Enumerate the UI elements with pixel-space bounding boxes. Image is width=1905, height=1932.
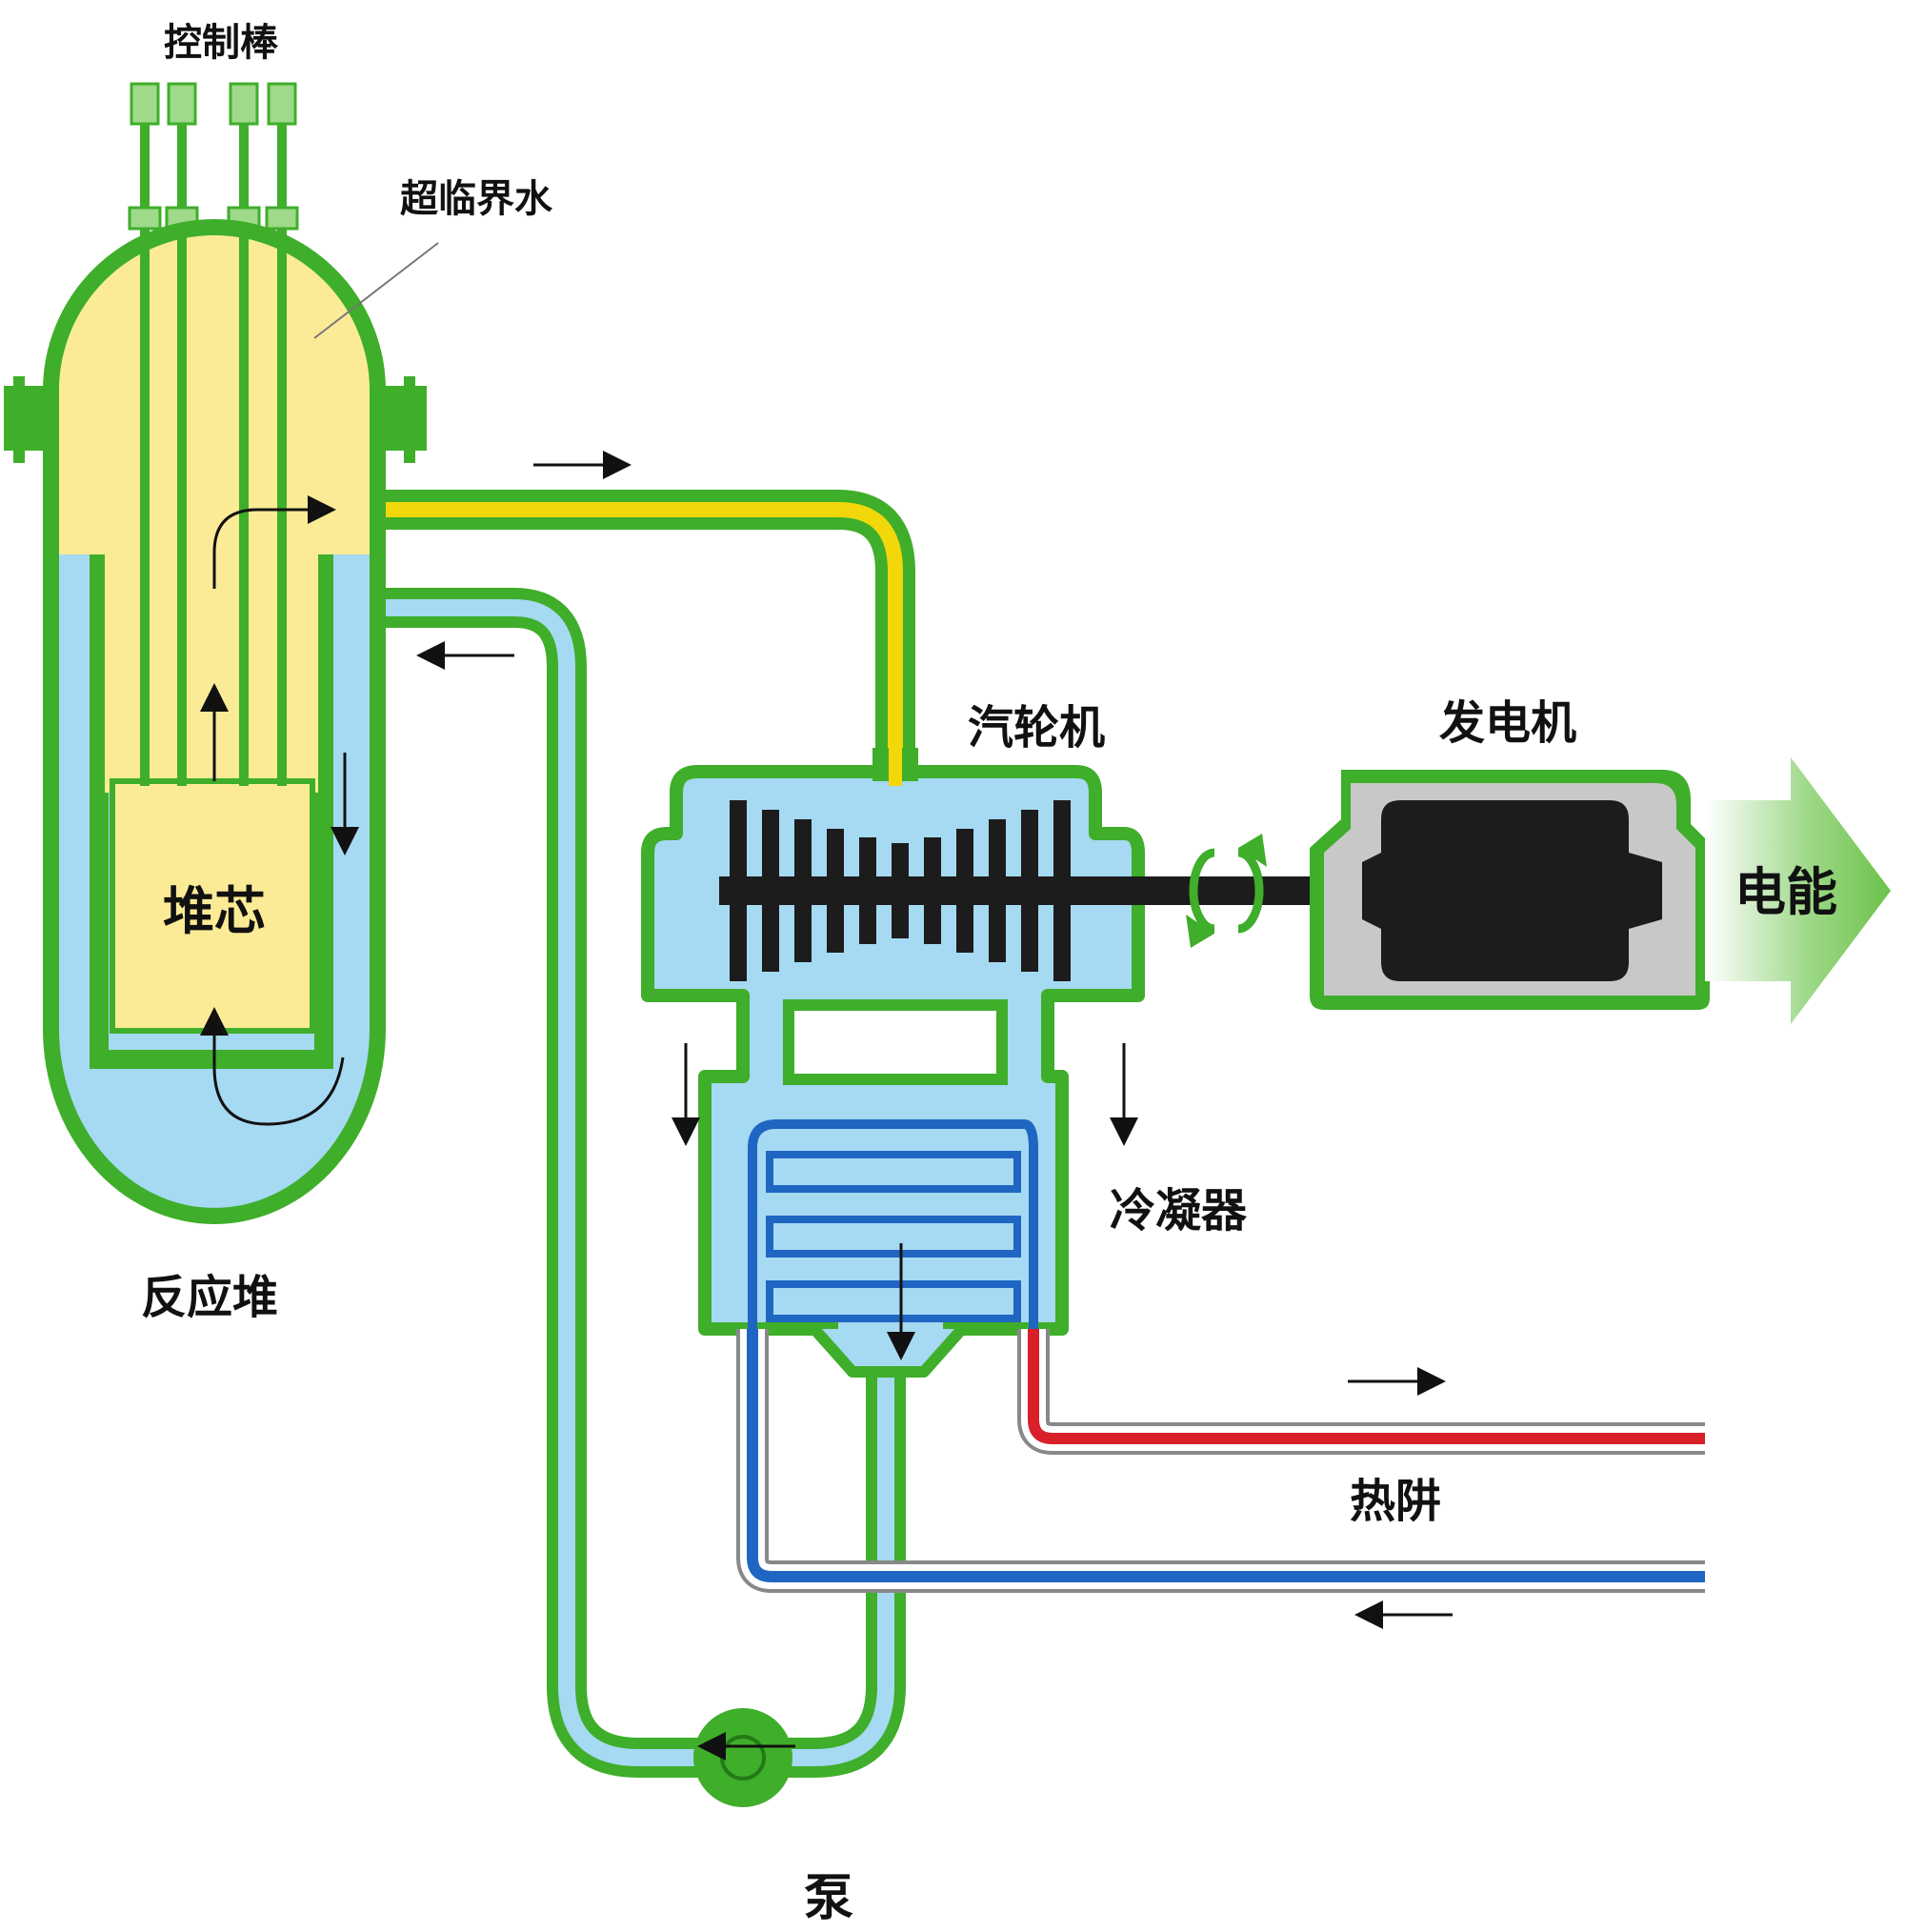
control-rod-seal — [265, 206, 299, 231]
feedwater-return-pipe — [367, 588, 733, 1778]
reactor-flow-arrows — [200, 495, 359, 1126]
generator-label: 发电机 — [1439, 696, 1576, 750]
turbine-label: 汽轮机 — [968, 701, 1105, 755]
supercritical-water-label: 超临界水 — [400, 177, 553, 221]
flow-arrows — [416, 451, 1453, 1761]
control-rod-head — [267, 82, 297, 126]
reactor-label: 反应堆 — [141, 1271, 278, 1324]
generator — [1310, 770, 1710, 1010]
control-rod-head — [229, 82, 259, 126]
condensate-pipe — [752, 1372, 906, 1778]
electricity-output-arrow — [1705, 757, 1891, 1024]
steam-line — [367, 490, 915, 781]
rotation-arrows — [1186, 834, 1267, 948]
pump-label: 泵 — [804, 1870, 853, 1927]
core-label: 堆芯 — [163, 881, 266, 941]
condenser-label: 冷凝器 — [1110, 1184, 1248, 1238]
turbine-shaft — [719, 876, 1324, 905]
pump — [693, 1708, 792, 1807]
control-rod-head — [130, 82, 160, 126]
control-rod-seal — [128, 206, 162, 231]
control-rod-shafts — [140, 229, 287, 786]
control-rods — [128, 82, 299, 231]
condenser-coils — [736, 1119, 1705, 1593]
control-rod-head — [167, 82, 197, 126]
electricity-label: 电能 — [1735, 862, 1837, 922]
control-rods-label: 控制棒 — [164, 21, 279, 65]
heat-sink-label: 热阱 — [1350, 1475, 1441, 1528]
leader-line — [313, 242, 439, 339]
